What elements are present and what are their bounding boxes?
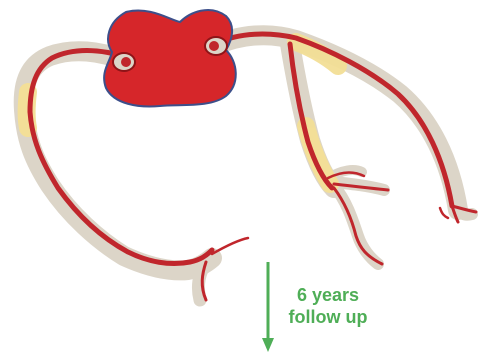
right-ostium-inner [209,41,219,51]
follow-up-label: 6 years follow up [266,284,390,328]
aneurysm [104,10,236,106]
left-ostium-inner [121,57,131,67]
vessel-sheath [24,35,472,300]
left-side-twig [212,238,248,254]
follow-up-line-2: follow up [266,306,390,328]
right-small-twig [440,208,448,218]
follow-up-line-1: 6 years [266,284,390,306]
artery-lumen [30,34,476,300]
